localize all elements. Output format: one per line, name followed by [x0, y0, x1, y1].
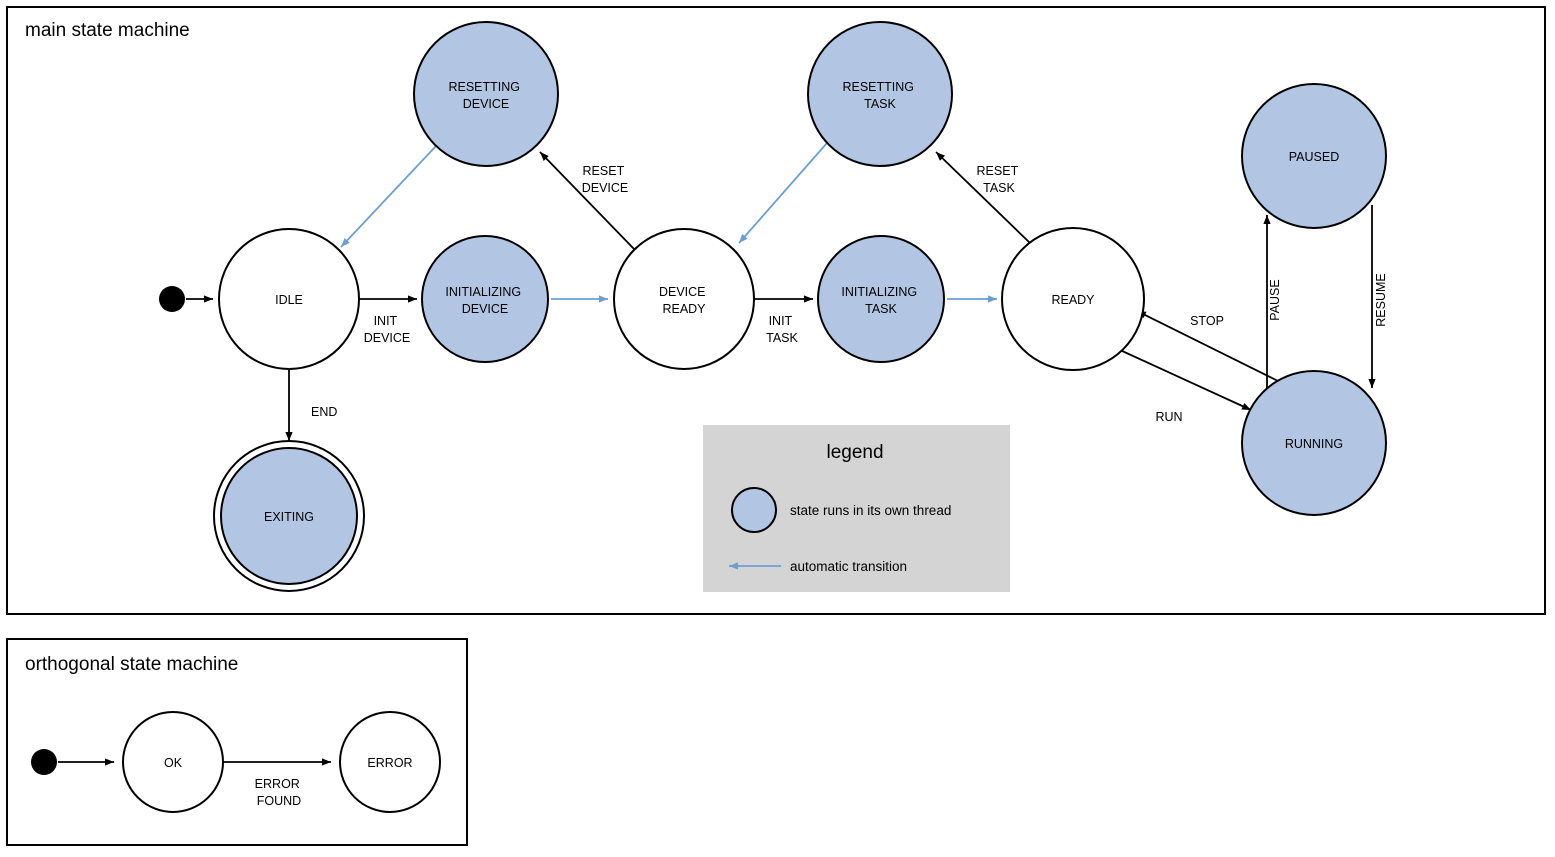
transition-resetting-task-auto: [738, 142, 828, 244]
state-running[interactable]: RUNNING: [1241, 370, 1387, 516]
transition-label-stop: STOP: [1190, 314, 1224, 328]
legend-title: legend: [826, 442, 883, 463]
state-idle-label: IDLE: [275, 293, 303, 307]
state-resetting-device-circle[interactable]: [413, 21, 559, 167]
transition-label-resume: RESUME: [1374, 273, 1388, 326]
transition-label-reset-device: RESET DEVICE: [582, 164, 629, 195]
state-resetting-task[interactable]: RESETTING TASK: [807, 21, 953, 167]
orthogonal-states: OK ERROR: [31, 711, 441, 813]
transition-label-init-device: INIT DEVICE: [364, 314, 411, 345]
transition-label-init-task: INIT TASK: [766, 314, 798, 345]
main-transitions: INIT DEVICE RESET DEVICE INIT TASK: [186, 142, 1388, 441]
transition-resetting-device-auto: [340, 145, 437, 248]
transition-reset-task: [935, 151, 1031, 244]
state-resetting-device-label: RESETTING DEVICE: [448, 80, 523, 111]
transition-stop: [1136, 310, 1279, 382]
state-ok-circle[interactable]: [122, 711, 224, 813]
transition-label-end: END: [311, 405, 337, 419]
state-device-ready-circle[interactable]: [613, 228, 755, 370]
state-initializing-task[interactable]: INITIALIZING TASK: [817, 235, 945, 363]
transition-label-reset-task: RESET TASK: [977, 164, 1022, 195]
state-ready-label: READY: [1051, 293, 1095, 307]
state-ready-circle[interactable]: [1001, 227, 1145, 371]
state-initializing-device[interactable]: INITIALIZING DEVICE: [421, 235, 549, 363]
state-error-circle[interactable]: [339, 711, 441, 813]
main-start-node: [159, 286, 185, 312]
state-error-label: ERROR: [367, 756, 412, 770]
state-device-ready[interactable]: DEVICE READY: [613, 228, 755, 370]
state-resetting-task-circle[interactable]: [807, 21, 953, 167]
state-running-circle[interactable]: [1241, 370, 1387, 516]
main-frame-title: main state machine: [25, 20, 190, 41]
state-initializing-device-label: INITIALIZING DEVICE: [445, 285, 524, 316]
state-paused-circle[interactable]: [1241, 83, 1387, 229]
legend-auto-transition-text: automatic transition: [790, 559, 907, 574]
state-ok-label: OK: [164, 756, 183, 770]
state-exiting-circle[interactable]: [220, 447, 358, 585]
orthogonal-transitions: ERROR FOUND: [58, 758, 331, 808]
state-exiting[interactable]: EXITING: [213, 440, 365, 592]
state-running-label: RUNNING: [1285, 437, 1343, 451]
state-paused[interactable]: PAUSED: [1241, 83, 1387, 229]
transition-run: [1119, 349, 1252, 411]
transition-label-pause: PAUSE: [1268, 279, 1282, 320]
state-exiting-label: EXITING: [264, 510, 314, 524]
state-idle-circle[interactable]: [218, 228, 360, 370]
state-initializing-task-circle[interactable]: [817, 235, 945, 363]
transition-label-error-found: ERROR FOUND: [255, 777, 304, 808]
legend: legend state runs in its own thread auto…: [703, 425, 1010, 592]
transition-label-run: RUN: [1155, 410, 1182, 424]
state-paused-label: PAUSED: [1289, 150, 1339, 164]
legend-thread-state-icon: [731, 487, 777, 533]
transition-reset-device: [539, 151, 636, 251]
orthogonal-start-node: [31, 749, 57, 775]
state-ready[interactable]: READY: [1001, 227, 1145, 371]
state-resetting-device[interactable]: RESETTING DEVICE: [413, 21, 559, 167]
main-states: IDLE INITIALIZING DEVICE RESETTING DEVIC…: [159, 21, 1387, 592]
state-resetting-task-label: RESETTING TASK: [842, 80, 917, 111]
state-initializing-device-circle[interactable]: [421, 235, 549, 363]
state-device-ready-label: DEVICE READY: [659, 285, 709, 316]
state-idle[interactable]: IDLE: [218, 228, 360, 370]
orthogonal-frame-title: orthogonal state machine: [25, 654, 238, 675]
state-ok[interactable]: OK: [122, 711, 224, 813]
state-initializing-task-label: INITIALIZING TASK: [841, 285, 920, 316]
state-error[interactable]: ERROR: [339, 711, 441, 813]
legend-thread-state-text: state runs in its own thread: [790, 503, 951, 518]
